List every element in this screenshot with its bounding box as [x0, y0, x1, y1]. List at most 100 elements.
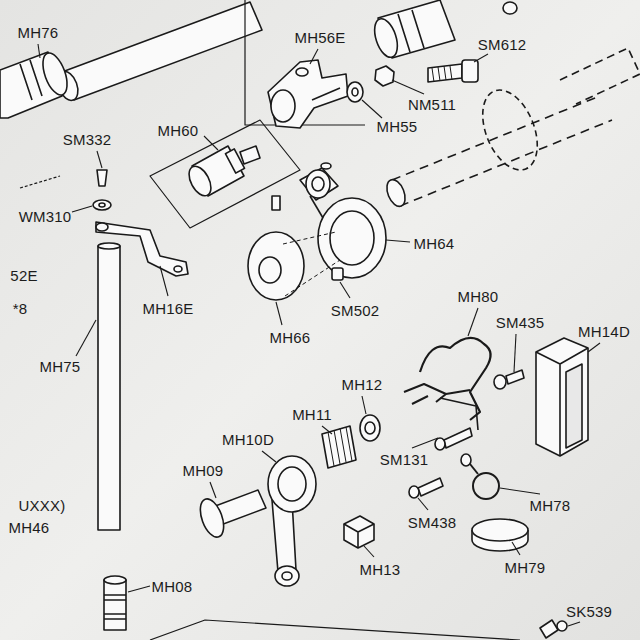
part-number: MH14D: [576, 323, 632, 340]
part-number: MH16E: [140, 300, 195, 317]
leader-line: [322, 426, 332, 434]
rod: [98, 246, 120, 530]
stud-thread: [240, 146, 260, 164]
part-number: MH64: [412, 235, 457, 252]
leader-line: [72, 206, 92, 212]
leader-line: [340, 282, 350, 298]
collar: [248, 232, 304, 300]
wire-spring: [420, 338, 491, 420]
slide-block: [344, 516, 374, 548]
axis-line: [283, 232, 340, 296]
part-number: SM502: [329, 302, 382, 319]
leader-line: [160, 266, 168, 296]
groove: [104, 595, 126, 619]
leader-line: [418, 498, 428, 510]
needle-bearing: [322, 426, 356, 468]
ring-eye: [461, 454, 471, 466]
washer-hole: [365, 422, 375, 434]
part-number: SM435: [494, 314, 547, 331]
part-number: 52E: [8, 267, 39, 284]
screw: [540, 620, 558, 638]
clamp-ring: [306, 170, 330, 198]
rod-end: [98, 243, 120, 249]
groove: [398, 10, 424, 52]
bore: [271, 90, 295, 122]
leader-line: [262, 451, 276, 462]
part-number: MH12: [340, 376, 385, 393]
shaft: [62, 2, 262, 100]
snap-ring: [473, 473, 499, 499]
leader-line: [128, 586, 150, 592]
pin-head: [196, 496, 228, 540]
part-number: MH76: [16, 24, 61, 41]
leader-line: [412, 438, 438, 448]
part-number: *8: [11, 300, 30, 317]
screw-head: [462, 60, 478, 82]
leader-line: [468, 308, 478, 336]
leader-line: [364, 546, 374, 557]
bracket: [268, 60, 348, 128]
part-number: MH08: [150, 578, 195, 595]
collar-bore: [259, 257, 281, 283]
leader-line: [362, 396, 366, 414]
part-number: SM131: [378, 451, 431, 468]
groove: [20, 60, 42, 100]
lever-hole: [96, 223, 108, 231]
leader-line: [97, 151, 102, 168]
rod-bore: [282, 572, 292, 580]
part-number: UXXX): [17, 497, 68, 514]
leader-line: [512, 542, 520, 555]
block-edge: [344, 524, 374, 548]
bush: [104, 580, 126, 630]
part-number: MH10D: [220, 431, 276, 448]
washer: [360, 415, 380, 441]
leader-line: [474, 54, 488, 62]
set-screw: [332, 268, 343, 280]
leader-line: [76, 320, 96, 356]
part-number: MH46: [7, 519, 52, 536]
washer-hole: [352, 88, 358, 96]
screw-thread: [428, 64, 462, 82]
part-number: MH80: [456, 288, 501, 305]
shaft-end: [383, 177, 408, 209]
leader-line: [392, 80, 424, 94]
nut: [375, 66, 394, 86]
leader-line: [210, 482, 216, 498]
coupling-end: [38, 50, 72, 98]
thread: [432, 66, 452, 82]
clamp-bore: [312, 177, 324, 191]
part-number: SM332: [61, 131, 114, 148]
screw-head: [409, 486, 419, 498]
stud-end: [185, 163, 216, 200]
screw-thread: [418, 478, 443, 496]
leader-line: [276, 302, 282, 325]
part-number: NM511: [406, 96, 458, 113]
part-number: MH13: [358, 561, 403, 578]
part-number: MH09: [181, 462, 226, 479]
screw-thread: [444, 428, 472, 448]
bracket: [536, 338, 588, 456]
spring-plate: [440, 398, 478, 430]
shaft-hidden: [392, 96, 612, 206]
part-number: MH66: [268, 329, 313, 346]
screw-head: [494, 375, 506, 389]
leader-line: [38, 44, 40, 58]
washer-hole: [99, 203, 105, 207]
washer: [93, 200, 111, 210]
spring-pin: [20, 176, 60, 188]
lever-hole: [174, 266, 182, 272]
leader-line: [514, 334, 516, 372]
coupling-end: [370, 16, 401, 60]
leader-line: [500, 488, 540, 494]
leader-lines: [38, 44, 600, 626]
washer: [347, 82, 363, 102]
part-number: WM310: [17, 208, 74, 225]
screw-thread: [506, 370, 524, 384]
part-number: MH75: [38, 358, 83, 375]
bush-end: [104, 576, 126, 584]
cap-top: [472, 519, 528, 541]
clamp: [300, 168, 338, 200]
part-number: MH78: [528, 497, 573, 514]
snap-ring: [470, 464, 478, 474]
wire-spring: [404, 384, 470, 404]
